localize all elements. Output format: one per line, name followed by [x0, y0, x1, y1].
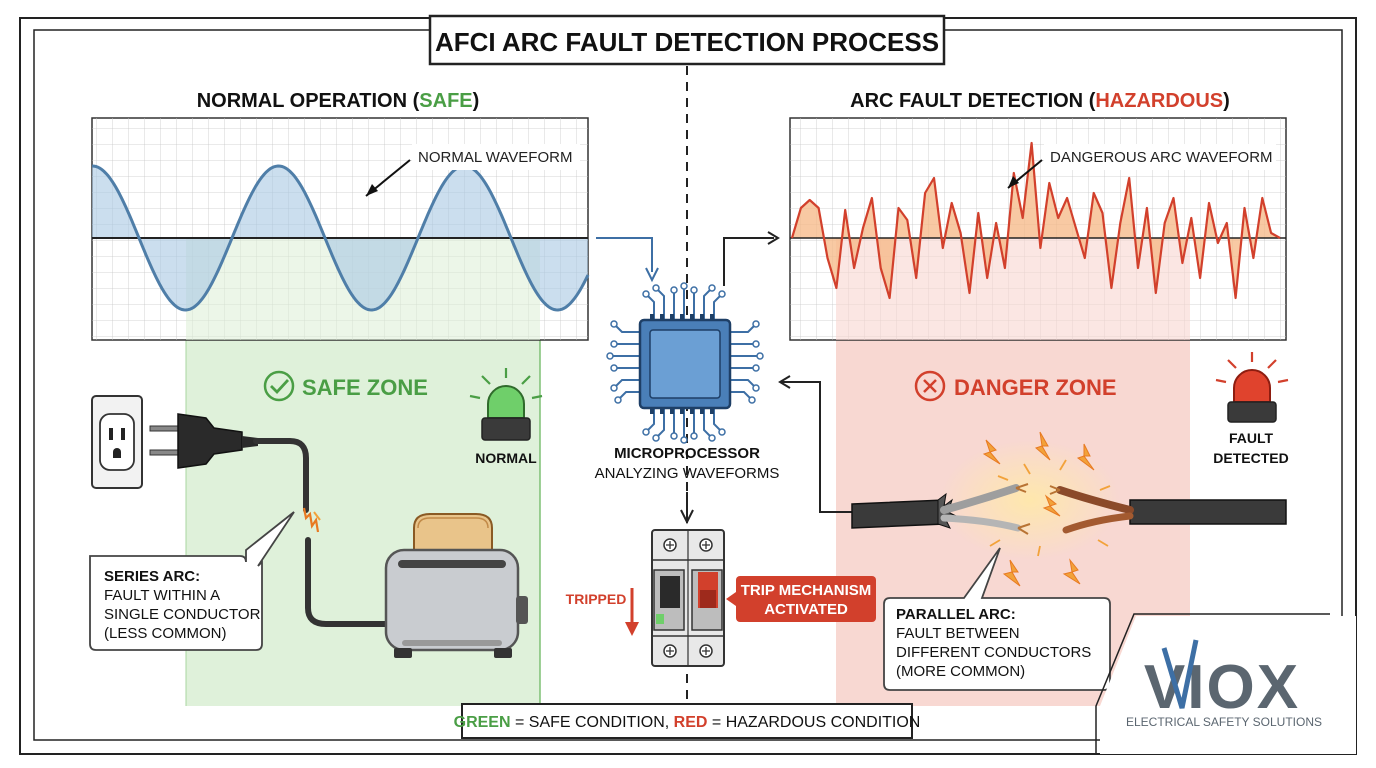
svg-text:TRIP MECHANISM: TRIP MECHANISM	[741, 582, 872, 599]
fault-detected-label-1: FAULT	[1229, 430, 1274, 446]
arrow-to-chip	[596, 237, 653, 272]
check-circle-icon	[263, 370, 295, 402]
wall-outlet-icon	[91, 395, 143, 489]
red-beacon-icon	[1215, 352, 1289, 423]
parallel-arc-callout: PARALLEL ARC: FAULT BETWEEN DIFFERENT CO…	[883, 547, 1111, 691]
svg-text:(LESS COMMON): (LESS COMMON)	[104, 625, 227, 642]
cable-lower	[305, 537, 395, 627]
x-circle-icon	[914, 370, 946, 402]
right-heading: ARC FAULT DETECTION (HAZARDOUS)	[850, 90, 1230, 112]
trip-mechanism-badge: TRIP MECHANISM ACTIVATED	[726, 576, 876, 622]
logo-check-icon	[1161, 639, 1199, 709]
svg-text:PARALLEL ARC:: PARALLEL ARC:	[896, 606, 1016, 623]
danger-zone-label: DANGER ZONE	[954, 375, 1117, 400]
svg-text:SERIES ARC:: SERIES ARC:	[104, 568, 200, 585]
svg-text:FAULT WITHIN A: FAULT WITHIN A	[104, 587, 220, 604]
logo-tagline: ELECTRICAL SAFETY SOLUTIONS	[1126, 715, 1322, 729]
cable-upper	[253, 438, 309, 513]
chip-subtitle: ANALYZING WAVEFORMS	[595, 465, 780, 482]
normal-waveform-label: NORMAL WAVEFORM	[418, 149, 572, 166]
brand-logo: VIOX ELECTRICAL SAFETY SOLUTIONS	[1095, 613, 1356, 754]
safe-zone-label: SAFE ZONE	[302, 375, 428, 400]
toaster-icon	[384, 513, 528, 658]
chip-title: MICROPROCESSOR	[614, 445, 760, 462]
normal-waveform-line	[91, 164, 590, 312]
arrow-to-arc-graph	[723, 237, 774, 286]
title-box: AFCI ARC FAULT DETECTION PROCESS	[428, 14, 946, 66]
arc-waveform-line	[790, 141, 1281, 300]
page-title: AFCI ARC FAULT DETECTION PROCESS	[435, 27, 939, 57]
tripped-label: TRIPPED	[566, 591, 627, 607]
power-plug-icon	[149, 413, 258, 469]
normal-waveform-graph: NORMAL WAVEFORM	[91, 117, 590, 341]
svg-text:(MORE COMMON): (MORE COMMON)	[896, 663, 1025, 680]
microprocessor-chip-icon	[606, 282, 764, 444]
danger-zone-label-group: DANGER ZONE	[914, 370, 1117, 402]
damaged-cable-icon	[851, 431, 1287, 587]
legend-box: GREEN = SAFE CONDITION, RED = HAZARDOUS …	[454, 703, 921, 739]
arc-waveform-graph: DANGEROUS ARC WAVEFORM	[789, 117, 1287, 341]
svg-text:FAULT BETWEEN: FAULT BETWEEN	[896, 625, 1020, 642]
arrow-fault-to-chip	[782, 381, 852, 513]
left-heading: NORMAL OPERATION (SAFE)	[197, 90, 480, 112]
normal-indicator-label: NORMAL	[475, 450, 537, 466]
legend-text: GREEN = SAFE CONDITION, RED = HAZARDOUS …	[454, 714, 921, 731]
arc-waveform-label: DANGEROUS ARC WAVEFORM	[1050, 149, 1273, 166]
series-arc-spark-icon	[302, 507, 321, 533]
svg-text:ACTIVATED: ACTIVATED	[764, 601, 848, 618]
svg-text:SINGLE CONDUCTOR: SINGLE CONDUCTOR	[104, 606, 261, 623]
circuit-breaker-icon	[651, 529, 725, 667]
fault-detected-label-2: DETECTED	[1213, 450, 1288, 466]
safe-zone-label-group: SAFE ZONE	[263, 370, 428, 402]
svg-text:DIFFERENT CONDUCTORS: DIFFERENT CONDUCTORS	[896, 644, 1091, 661]
series-arc-callout: SERIES ARC: FAULT WITHIN A SINGLE CONDUC…	[89, 511, 295, 651]
green-beacon-icon	[469, 368, 543, 441]
